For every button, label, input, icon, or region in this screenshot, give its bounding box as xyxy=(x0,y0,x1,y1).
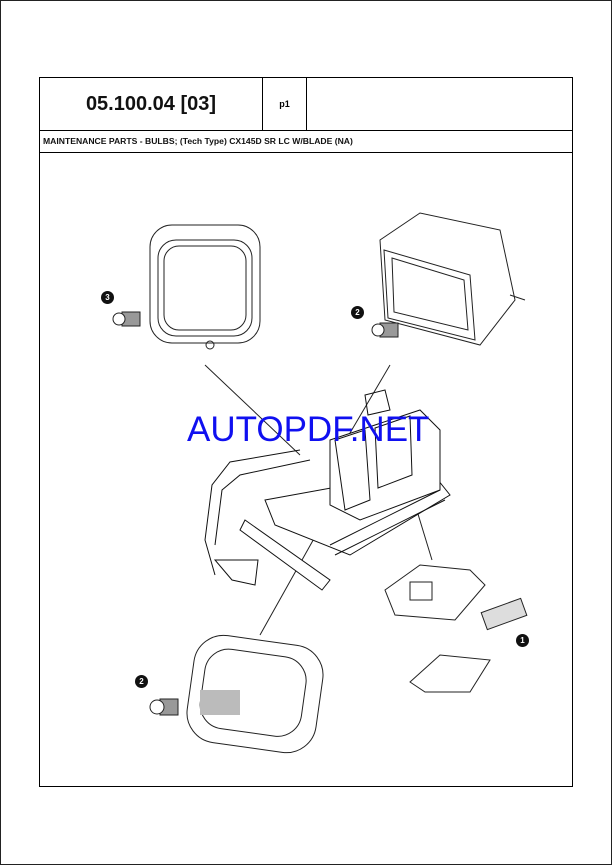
parts-illustration xyxy=(112,212,528,754)
work-lamp-square xyxy=(149,224,261,350)
callout-2-bottom: 2 xyxy=(135,675,148,688)
fuse-bulb-1 xyxy=(480,597,528,631)
page-number: p1 xyxy=(262,77,307,131)
page-caption: MAINTENANCE PARTS - BULBS; (Tech Type) C… xyxy=(39,130,573,153)
work-lamp-rect xyxy=(379,212,526,346)
watermark: AUTOPDF.NET xyxy=(187,410,430,449)
dome-lens xyxy=(409,654,491,693)
excavator xyxy=(204,389,451,591)
bulb-2-bottom xyxy=(149,698,179,716)
work-lamp-front xyxy=(186,634,324,754)
bulb-3 xyxy=(112,311,141,327)
dome-light xyxy=(384,564,486,621)
section-code: 05.100.04 [03] xyxy=(39,77,263,131)
callout-3: 3 xyxy=(101,291,114,304)
callout-1: 1 xyxy=(516,634,529,647)
callout-2-top: 2 xyxy=(351,306,364,319)
bulb-2-top xyxy=(371,322,399,338)
